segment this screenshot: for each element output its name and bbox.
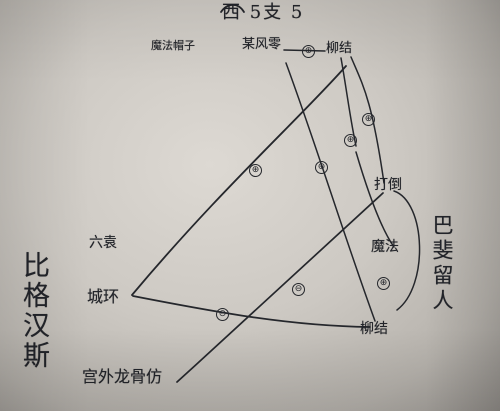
bottom-left-label: 宫外龙骨仿	[82, 367, 163, 386]
bottom-cross-minus-marker: ⊖	[216, 308, 229, 321]
top-right-label: 柳结	[326, 41, 353, 56]
right-low-plus-marker: ⊕	[377, 277, 390, 290]
left-mid-label: 城环	[87, 287, 120, 306]
bottom-cross-line	[132, 295, 371, 328]
right-upper-plus-marker: ⊕	[362, 113, 375, 126]
left-diagonal-plus-marker: ⊕	[249, 164, 262, 177]
right-vertical-label: 巴斐留人	[430, 214, 454, 314]
right-upper-label: 打倒	[374, 177, 402, 193]
top-left-label: 魔法帽子	[151, 39, 195, 52]
right-down-line-3	[355, 151, 395, 248]
lower-middle-minus-marker: ⊖	[292, 283, 305, 296]
long-diagonal-line	[131, 65, 347, 296]
right-down-line-1	[340, 57, 357, 147]
middle-diagonal-plus-marker: ⊕	[315, 161, 328, 174]
title-stroke	[220, 3, 245, 13]
top-connector-plus-marker: ⊕	[302, 45, 315, 58]
right-mid-plus-marker: ⊕	[344, 134, 357, 147]
top-title-text: 西 5支 5	[222, 2, 305, 23]
right-mid-label: 魔法	[371, 239, 399, 255]
right-down-line-2	[350, 56, 385, 184]
left-small-label: 六袁	[89, 235, 117, 251]
middle-diagonal-line	[285, 62, 376, 322]
left-vertical-label: 比格汉斯	[18, 251, 49, 371]
right-loop-line	[393, 190, 421, 311]
top-mid-label: 某风零	[242, 37, 282, 52]
lower-diagonal-line	[176, 192, 384, 383]
right-bottom-label: 柳结	[360, 321, 388, 337]
